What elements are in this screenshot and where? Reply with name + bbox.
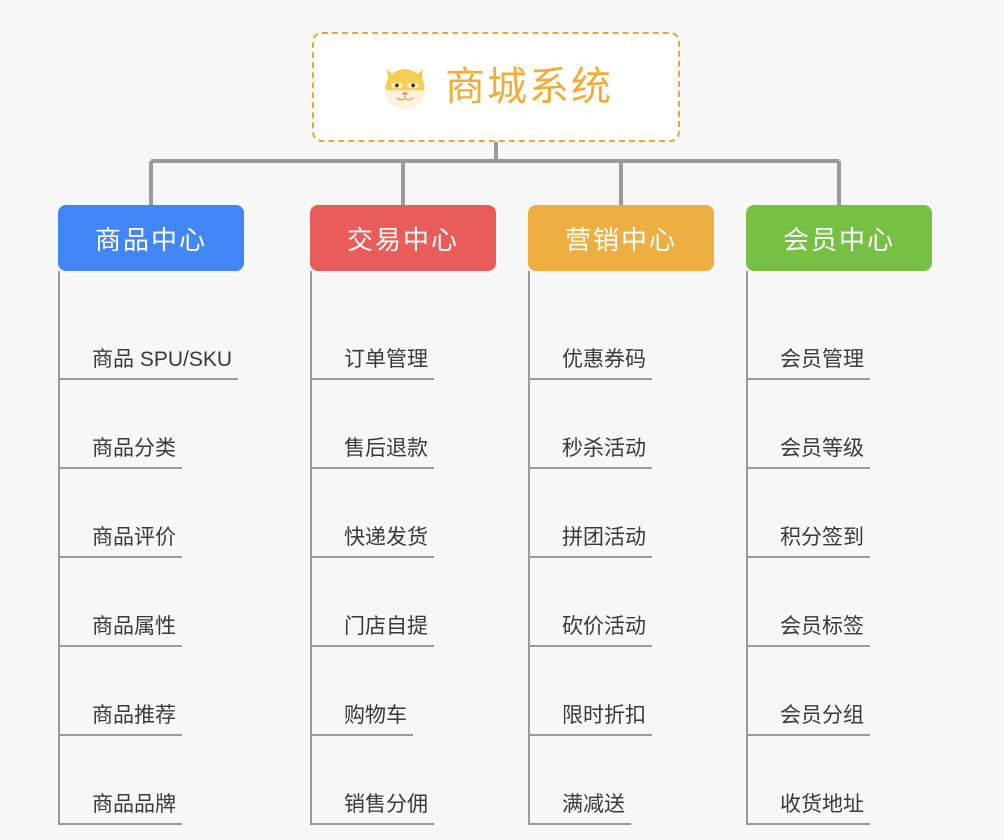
leaf-underline <box>746 734 870 736</box>
leaf-underline <box>58 645 182 647</box>
leaf-underline <box>746 556 870 558</box>
branch-trunk-3 <box>746 271 748 825</box>
leaf-underline <box>746 378 870 380</box>
leaf-label: 积分签到 <box>780 525 864 549</box>
leaf-underline <box>58 734 182 736</box>
leaf-underline <box>528 556 652 558</box>
leaf-item[interactable]: 快递发货 <box>310 469 496 558</box>
leaf-underline <box>310 378 434 380</box>
leaf-underline <box>58 378 238 380</box>
leaf-item[interactable]: 优惠券码 <box>528 291 714 380</box>
leaf-label: 售后退款 <box>344 436 428 460</box>
leaf-underline <box>528 823 631 825</box>
branch-header-3[interactable]: 会员中心 <box>746 205 932 271</box>
leaf-item[interactable]: 收货地址 <box>746 736 932 825</box>
leaf-label: 订单管理 <box>344 347 428 371</box>
branch-trunk-0 <box>58 271 60 825</box>
leaf-label: 砍价活动 <box>562 614 646 638</box>
leaf-label: 会员分组 <box>780 703 864 727</box>
branch-body-0: 商品 SPU/SKU 商品分类 商品评价 商品属性 商品推荐 商品品牌 <box>58 271 244 825</box>
leaf-label: 商品分类 <box>92 436 176 460</box>
leaf-underline <box>58 823 182 825</box>
leaf-underline <box>310 645 434 647</box>
leaf-item[interactable]: 砍价活动 <box>528 558 714 647</box>
branch-trunk-2 <box>528 271 530 825</box>
root-title: 商城系统 <box>445 65 613 109</box>
leaf-underline <box>310 467 434 469</box>
leaf-underline <box>310 556 434 558</box>
leaf-label: 商品推荐 <box>92 703 176 727</box>
branch-body-2: 优惠券码 秒杀活动 拼团活动 砍价活动 限时折扣 满减送 <box>528 271 714 825</box>
leaf-underline <box>746 823 870 825</box>
branch-body-1: 订单管理 售后退款 快递发货 门店自提 购物车 销售分佣 <box>310 271 496 825</box>
leaf-item[interactable]: 会员标签 <box>746 558 932 647</box>
branch-header-0[interactable]: 商品中心 <box>58 205 244 271</box>
leaf-item[interactable]: 商品分类 <box>58 380 244 469</box>
leaf-label: 拼团活动 <box>562 525 646 549</box>
leaf-item[interactable]: 商品 SPU/SKU <box>58 291 244 380</box>
leaf-item[interactable]: 销售分佣 <box>310 736 496 825</box>
leaf-item[interactable]: 会员等级 <box>746 380 932 469</box>
leaf-item[interactable]: 商品推荐 <box>58 647 244 736</box>
leaf-item[interactable]: 购物车 <box>310 647 496 736</box>
branch-trunk-1 <box>310 271 312 825</box>
leaf-item[interactable]: 限时折扣 <box>528 647 714 736</box>
leaf-label: 会员管理 <box>780 347 864 371</box>
leaf-underline <box>310 823 434 825</box>
leaf-item[interactable]: 商品属性 <box>58 558 244 647</box>
leaf-item[interactable]: 拼团活动 <box>528 469 714 558</box>
branch-header-label: 营销中心 <box>564 224 677 255</box>
branch-header-1[interactable]: 交易中心 <box>310 205 496 271</box>
leaf-label: 会员标签 <box>780 614 864 638</box>
leaf-item[interactable]: 售后退款 <box>310 380 496 469</box>
branch-header-2[interactable]: 营销中心 <box>528 205 714 271</box>
leaf-label: 购物车 <box>344 703 407 727</box>
leaf-underline <box>528 645 652 647</box>
leaf-underline <box>528 467 652 469</box>
leaf-label: 商品评价 <box>92 525 176 549</box>
leaf-item[interactable]: 满减送 <box>528 736 714 825</box>
leaf-underline <box>310 734 413 736</box>
branch-header-label: 交易中心 <box>346 224 459 255</box>
leaf-item[interactable]: 商品评价 <box>58 469 244 558</box>
leaf-underline <box>746 467 870 469</box>
leaf-underline <box>528 378 652 380</box>
leaf-item[interactable]: 订单管理 <box>310 291 496 380</box>
branch-column-交易中心: 交易中心 订单管理 售后退款 快递发货 门店自提 购物车 <box>310 205 496 825</box>
root-node[interactable]: 商城系统 <box>312 32 680 142</box>
leaf-label: 销售分佣 <box>344 792 428 816</box>
leaf-underline <box>746 645 870 647</box>
leaf-label: 收货地址 <box>780 792 864 816</box>
branch-column-会员中心: 会员中心 会员管理 会员等级 积分签到 会员标签 会员分组 <box>746 205 932 825</box>
leaf-underline <box>528 734 652 736</box>
shiba-dog-face-icon <box>385 69 425 110</box>
leaf-item[interactable]: 会员分组 <box>746 647 932 736</box>
leaf-item[interactable]: 门店自提 <box>310 558 496 647</box>
branch-column-营销中心: 营销中心 优惠券码 秒杀活动 拼团活动 砍价活动 限时折扣 <box>528 205 714 825</box>
leaf-label: 会员等级 <box>780 436 864 460</box>
leaf-label: 优惠券码 <box>562 347 646 371</box>
branch-header-label: 商品中心 <box>94 224 207 255</box>
leaf-label: 商品 SPU/SKU <box>92 347 233 371</box>
branch-header-label: 会员中心 <box>782 224 895 255</box>
leaf-label: 限时折扣 <box>562 703 646 727</box>
branch-body-3: 会员管理 会员等级 积分签到 会员标签 会员分组 收货地址 <box>746 271 932 825</box>
branch-column-商品中心: 商品中心 商品 SPU/SKU 商品分类 商品评价 商品属性 商品推荐 <box>58 205 244 825</box>
leaf-item[interactable]: 秒杀活动 <box>528 380 714 469</box>
leaf-underline <box>58 556 182 558</box>
leaf-label: 商品属性 <box>92 614 176 638</box>
leaf-label: 快递发货 <box>344 525 428 549</box>
leaf-item[interactable]: 会员管理 <box>746 291 932 380</box>
leaf-underline <box>58 467 182 469</box>
leaf-label: 商品品牌 <box>92 792 176 816</box>
leaf-label: 满减送 <box>562 792 625 816</box>
leaf-item[interactable]: 商品品牌 <box>58 736 244 825</box>
leaf-label: 门店自提 <box>344 614 428 638</box>
leaf-label: 秒杀活动 <box>562 436 646 460</box>
leaf-item[interactable]: 积分签到 <box>746 469 932 558</box>
